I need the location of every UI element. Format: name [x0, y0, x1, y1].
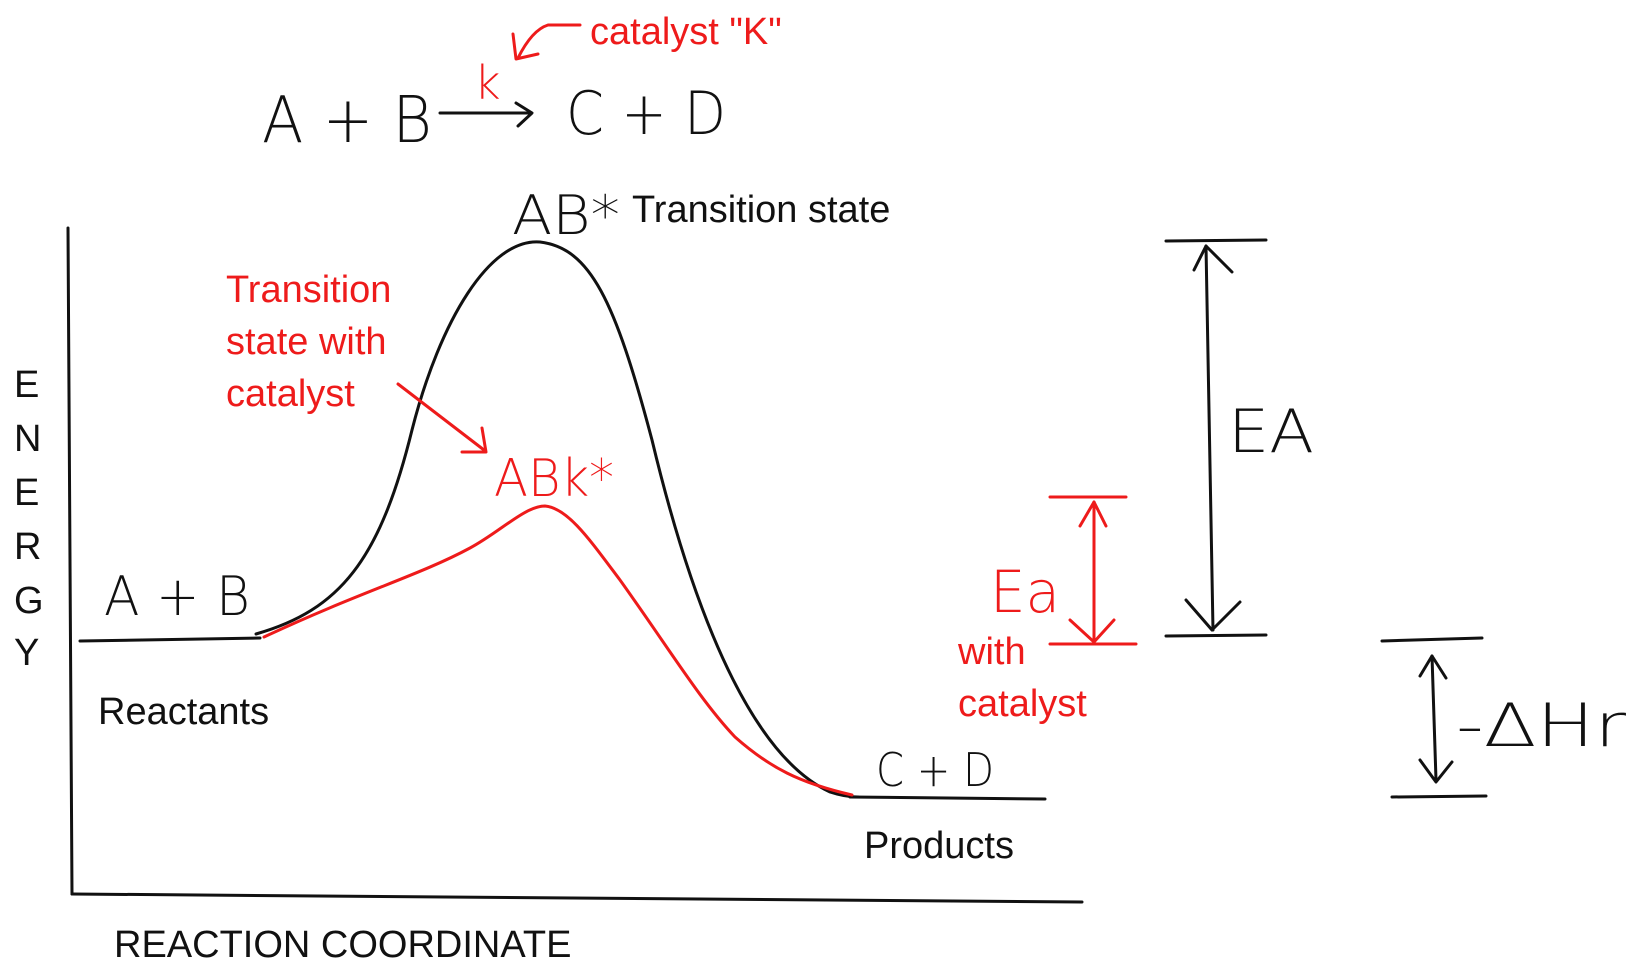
- ea-catalyst-caption-line: with: [957, 631, 1026, 673]
- ea-catalyst-arrow-head-up: [1078, 500, 1108, 528]
- y-axis-label: E N E R G Y: [14, 364, 44, 674]
- reaction-equation: A + B k C + D catalyst "K": [262, 11, 782, 158]
- energy-curves: [78, 240, 1047, 801]
- ea-arrow-head-up: [1192, 244, 1234, 274]
- axes: E N E R G Y REACTION COORDINATE: [14, 226, 1084, 962]
- y-label-letter: G: [14, 580, 44, 622]
- y-label-letter: R: [14, 526, 41, 568]
- y-label-letter: E: [14, 364, 39, 406]
- reactants-formula: A + B: [104, 565, 250, 628]
- catalyst-pointer-arrow: [516, 23, 582, 60]
- x-axis: [70, 892, 1084, 904]
- products-formula: C + D: [876, 743, 994, 797]
- ea-catalyst-caption-line: catalyst: [958, 683, 1087, 725]
- dh-top-line: [1380, 636, 1484, 643]
- y-axis: [66, 226, 74, 896]
- catalyst-pointer-head: [511, 32, 540, 61]
- species-labels: A + B Reactants C + D Products: [98, 565, 1014, 867]
- reactants-level-line: [78, 636, 262, 643]
- dh-arrow-head-down: [1418, 758, 1454, 784]
- uncatalyzed-curve: [254, 240, 860, 799]
- catalyzed-note-line: Transition: [226, 269, 391, 311]
- transition-state-formula: AB*: [512, 184, 620, 247]
- equation-reactants: A + B: [262, 84, 432, 158]
- dh-bottom-line: [1390, 794, 1488, 799]
- ea-arrow-shaft: [1204, 244, 1215, 632]
- equation-catalyst-symbol: k: [474, 56, 501, 110]
- transition-state-labels: AB* Transition state Transition state wi…: [226, 184, 890, 509]
- catalyzed-note-arrow-head: [460, 426, 488, 454]
- catalyzed-note-line: catalyst: [226, 373, 355, 415]
- reactants-name: Reactants: [98, 691, 269, 733]
- enthalpy-change-marker: -ΔHr: [1380, 636, 1626, 799]
- activation-energy-marker: EA: [1164, 238, 1314, 638]
- dh-arrow-head-up: [1418, 654, 1448, 680]
- products-level-line: [848, 795, 1047, 801]
- delta-h-label: -ΔHr: [1456, 691, 1626, 761]
- ea-bottom-line: [1164, 633, 1268, 638]
- equation-arrow-head: [514, 101, 534, 128]
- y-label-letter: Y: [14, 632, 39, 674]
- ea-top-line: [1164, 238, 1268, 243]
- y-label-letter: N: [14, 418, 41, 460]
- catalyzed-curve: [262, 504, 854, 797]
- dh-arrow-shaft: [1430, 654, 1438, 782]
- catalyzed-transition-formula: ABk*: [494, 449, 614, 509]
- y-label-letter: E: [14, 472, 39, 514]
- catalyzed-note-arrow: [396, 382, 486, 452]
- x-axis-label: REACTION COORDINATE: [114, 924, 571, 962]
- ea-catalyst-label: Ea: [990, 558, 1060, 626]
- equation-products: C + D: [566, 79, 726, 149]
- products-name: Products: [864, 825, 1014, 867]
- catalyzed-activation-energy-marker: Ea with catalyst: [957, 495, 1138, 725]
- transition-state-name: Transition state: [632, 189, 890, 231]
- ea-label: EA: [1228, 397, 1314, 467]
- catalyst-note: catalyst "K": [590, 11, 782, 53]
- ea-arrow-head-down: [1184, 598, 1242, 632]
- ea-catalyst-arrow-head-down: [1068, 618, 1116, 644]
- catalyzed-note-line: state with: [226, 321, 387, 363]
